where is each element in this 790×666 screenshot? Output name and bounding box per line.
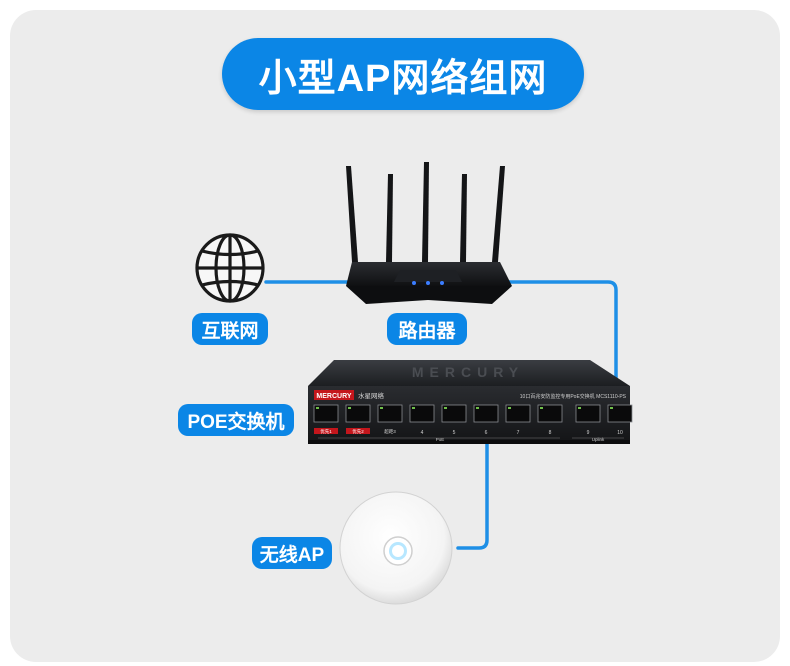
switch-port-9 [575,404,601,423]
port-number-8: 8 [549,430,552,436]
port-led-4 [412,407,415,409]
switch-port-10 [607,404,633,423]
switch-brand-cn: 水星网络 [358,391,385,400]
node-label-router: 路由器 [387,313,467,345]
port-tag-2: 优先2 [352,428,364,435]
globe-icon [195,233,265,303]
switch-port-3 [377,404,403,423]
port-led-5 [444,407,447,409]
port-number-7: 7 [517,430,520,436]
port-number-10: 10 [617,430,623,436]
port-led-2 [348,407,351,409]
page-title: 小型AP网络组网 [222,38,584,110]
link-switch-ap [456,416,489,550]
switch-port-8 [537,404,563,423]
port-led-9 [578,407,581,409]
link-router-switch [498,280,618,420]
port-number-6: 6 [485,430,488,436]
port-led-10 [610,407,613,409]
connection-lines [264,280,618,550]
port-number-9: 9 [587,430,590,436]
switch-icon: MERCURY MERCURY 水星网络 10口百兆安防监控专用PoE交换机 M… [308,360,633,444]
switch-port-4 [409,404,435,423]
router-icon [346,162,512,304]
poe-label: PoE [436,437,445,442]
switch-port-5 [441,404,467,423]
switch-port-7 [505,404,531,423]
uplink-label: Uplink [592,437,605,442]
switch-brand: MERCURY [316,393,351,400]
port-number-4: 4 [421,430,424,436]
switch-top-brand: MERCURY [412,364,524,380]
switch-port-1 [313,404,339,423]
port-led-3 [380,407,383,409]
port-led-7 [508,407,511,409]
port-led-8 [540,407,543,409]
switch-port-6 [473,404,499,423]
port-tag-3: 超距3 [384,428,396,435]
node-label-switch: POE交换机 [178,404,294,436]
node-label-ap: 无线AP [252,537,332,569]
switch-ports: 4 5 6 7 8 9 10 [313,404,633,436]
ap-icon [339,491,453,605]
port-led-6 [476,407,479,409]
port-led-1 [316,407,319,409]
switch-model: 10口百兆安防监控专用PoE交换机 MCS1110-PS [520,393,627,400]
port-number-5: 5 [453,430,456,436]
switch-port-2 [345,404,371,423]
port-tag-1: 优先1 [320,428,332,435]
node-label-internet: 互联网 [192,313,268,345]
